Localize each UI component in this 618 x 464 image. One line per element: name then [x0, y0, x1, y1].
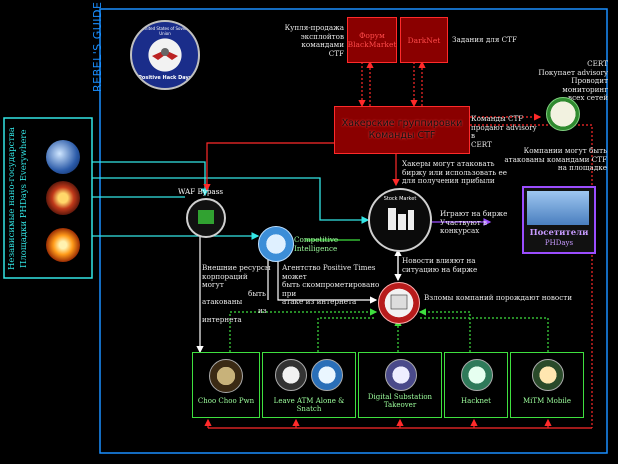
forum-line2: BlackMarket — [347, 40, 397, 49]
agency-line: атаке из интернета — [282, 297, 357, 307]
cert-line: всех сетей — [568, 93, 608, 103]
ctf-groups-line2: Команды CTF — [368, 130, 436, 141]
ctf-advisory-line: CERT — [471, 139, 492, 149]
external-resources-text: Внешние ресурсы корпораций могут быть ат… — [202, 263, 274, 324]
agency-line: Агентство Positive Times может — [282, 263, 376, 281]
competitive-intel-text: Competitive Intelligence — [294, 235, 339, 253]
hackers-line: биржу или использовать ее — [402, 167, 507, 177]
ext-line: быть — [248, 288, 266, 298]
usssu-seal: United States of Soviet Union Positive H… — [130, 20, 200, 90]
stock-market-badge: Stock Market — [368, 188, 432, 252]
cert-text: CERT Покупает advisory Проводит монитори… — [528, 59, 608, 103]
cert-line: Проводит мониторинг — [562, 76, 608, 94]
ctf-groups-box: Хакерские группировки Команды CTF — [334, 106, 470, 154]
snatch-icon — [311, 359, 343, 391]
contest-label: Leave ATM Alone & Snatch — [273, 397, 345, 413]
visitors-box: Посетители PHDays — [522, 186, 596, 254]
contest-leave-atm-alone: Leave ATM Alone & Snatch — [262, 352, 356, 418]
ext-line: из — [258, 305, 267, 315]
visitors-line2: PHDays — [544, 239, 574, 247]
waf-bypass-label: WAF Bypass — [178, 187, 224, 196]
forum-blackmarket-box: Форум BlackMarket — [347, 17, 397, 63]
cert-line: CERT — [587, 59, 608, 68]
news-affect-line: Новости влияют на — [402, 256, 476, 265]
ext-line: могут — [202, 280, 224, 290]
guide-title: REBEL'S GUIDE — [91, 1, 104, 92]
companies-line: Компании могут быть — [523, 146, 607, 155]
news-affect-text: Новости влияют на ситуацию на бирже — [402, 256, 492, 274]
nano-state-sun-icon — [46, 181, 80, 215]
visitors-line1: Посетители — [529, 228, 589, 238]
cert-line: Покупает advisory — [538, 67, 608, 77]
buy-sell-text: Купля-продажа эксплойтов командами CTF — [284, 23, 344, 58]
tasks-ctf-text: Задания для CTF — [452, 35, 517, 44]
nano-states-label: Независимые нано-государства Площадки PH… — [6, 124, 38, 274]
agency-pt-text: Агентство Positive Times может быть ском… — [282, 263, 388, 307]
contest-digital-substation: Digital Substation Takeover — [358, 352, 442, 418]
ctf-groups-line1: Хакерские группировки — [341, 118, 463, 129]
hackers-line: Хакеры могут атаковать — [402, 159, 495, 168]
eagle-icon — [152, 48, 178, 60]
hacknet-icon — [461, 359, 493, 391]
buy-sell-line: эксплойтов — [300, 31, 344, 41]
stock-market-label: Stock Market — [383, 196, 417, 202]
substation-icon — [385, 359, 417, 391]
buy-sell-line: Купля-продажа — [284, 23, 344, 32]
hackers-attack-exchange-text: Хакеры могут атаковать биржу или использ… — [402, 159, 512, 186]
newspaper-icon — [390, 294, 408, 310]
darknet-label: DarkNet — [407, 35, 441, 45]
play-line: Играют на бирже — [440, 209, 508, 218]
ext-line: атакованы — [202, 297, 243, 307]
nano-states-line2: Площадки PHDays Everywhere — [19, 129, 29, 269]
play-exchange-text: Играют на бирже Участвуют в конкурсах — [440, 209, 524, 236]
contest-label: Choo Choo Pwn — [197, 397, 255, 405]
companies-line: на площадке — [557, 163, 607, 173]
ext-line: Внешние ресурсы — [202, 263, 271, 272]
mitm-mobile-icon — [532, 359, 564, 391]
companies-attacked-text: Компании могут быть атакованы командами … — [497, 146, 607, 173]
server-grid-icon — [198, 210, 214, 224]
contest-choo-choo-pwn: Choo Choo Pwn — [192, 352, 260, 418]
ctf-advisory-line: продают advisory в — [471, 122, 537, 141]
contest-label: MiTM Mobile — [523, 397, 571, 405]
hacks-generate-news-text: Взломы компаний порождают новости — [424, 293, 573, 302]
ext-line: интернета — [202, 314, 242, 324]
positive-times-icon — [378, 282, 420, 324]
buy-sell-line: командами CTF — [301, 40, 344, 58]
train-icon — [209, 359, 243, 393]
competitive-intelligence-icon — [258, 226, 294, 262]
seal-org: United States of Soviet Union — [142, 26, 188, 36]
ci-line: Competitive — [294, 235, 339, 244]
atm-icon — [275, 359, 307, 391]
cert-badge-icon — [546, 97, 580, 131]
contest-label: Digital Substation Takeover — [367, 393, 433, 409]
ci-line: Intelligence — [294, 243, 338, 253]
seal-motto: Positive Hack Days — [138, 75, 192, 81]
contest-mitm-mobile: MiTM Mobile — [510, 352, 584, 418]
waf-bypass-icon — [186, 198, 226, 238]
contest-hacknet: Hacknet — [444, 352, 508, 418]
companies-line: атакованы командами CTF — [504, 154, 607, 164]
ctf-advisory-line: Команды CTF — [471, 114, 524, 123]
bull-bear-icon — [388, 208, 414, 230]
news-affect-line: ситуацию на бирже — [402, 264, 478, 274]
ctf-sell-advisory-text: Команды CTF продают advisory в CERT — [471, 114, 543, 149]
play-line: Участвуют в конкурсах — [440, 217, 488, 236]
outer-frame — [99, 8, 608, 454]
darknet-box: DarkNet — [400, 17, 448, 63]
agency-line: быть скомпрометировано при — [282, 280, 380, 298]
nano-state-star-icon — [46, 228, 80, 262]
nano-state-globe-icon — [46, 140, 80, 174]
nano-states-line1: Независимые нано-государства — [7, 127, 17, 271]
visitors-photo — [527, 191, 589, 225]
hackers-line: для получения прибыли — [402, 176, 495, 186]
contest-label: Hacknet — [461, 397, 491, 405]
forum-line1: Форум — [359, 31, 385, 40]
ext-line: корпораций — [202, 271, 248, 281]
